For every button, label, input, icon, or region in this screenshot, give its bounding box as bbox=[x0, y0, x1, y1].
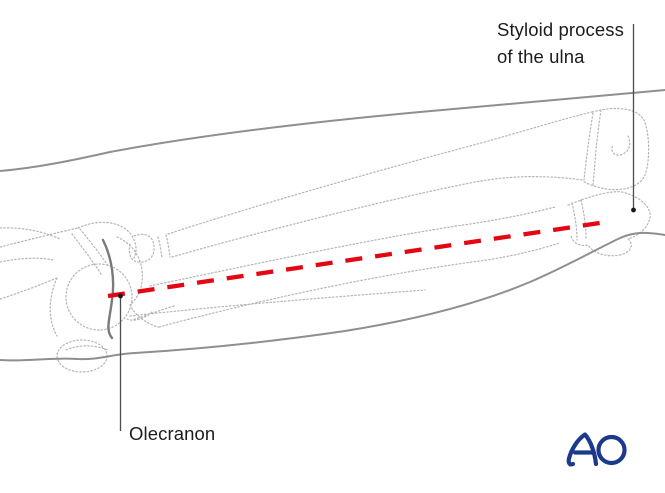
ulna-top-edge bbox=[149, 206, 556, 287]
humerus-bottom-edge bbox=[0, 277, 58, 300]
olecranon-crease-curve bbox=[101, 238, 115, 340]
condyle-ridge-line-1 bbox=[71, 233, 102, 275]
ulna-approach-dashed-line bbox=[107, 220, 601, 299]
flexor-fork-2 bbox=[126, 311, 153, 321]
ulnar-neck-line-2 bbox=[580, 199, 587, 239]
radius-bottom-edge bbox=[171, 176, 584, 258]
distal-radius-physis-1 bbox=[583, 112, 594, 181]
styloid-label: Styloid process of the ulna bbox=[497, 16, 624, 70]
flexor-contour bbox=[129, 289, 426, 317]
ao-logo-letter-o bbox=[596, 434, 627, 466]
ulnar-neck-line-1 bbox=[571, 202, 578, 241]
epicondyle-wave bbox=[65, 345, 109, 351]
bone-outlines bbox=[0, 107, 651, 373]
ulnar-head-styloid-outline bbox=[567, 191, 651, 257]
arm-muscle-line-mid bbox=[0, 257, 55, 263]
skin-outline-bottom bbox=[0, 231, 665, 362]
radial-head bbox=[128, 233, 155, 263]
ulna-bottom-edge bbox=[158, 242, 561, 328]
condyle-top-arc bbox=[77, 221, 137, 259]
flexor-fork-1 bbox=[131, 305, 175, 321]
styloid-label-line1: Styloid process bbox=[497, 19, 624, 40]
distal-radius-physis-2 bbox=[592, 109, 602, 187]
skin-outline bbox=[0, 89, 665, 362]
ao-logo-glyphs bbox=[566, 432, 627, 467]
pointer-lines bbox=[119, 24, 635, 431]
condyle-ridge-line-2 bbox=[79, 228, 110, 268]
radial-neck-line-1 bbox=[157, 236, 163, 259]
styloid-pointer-dot bbox=[631, 207, 636, 213]
humerus-top-edge bbox=[0, 227, 79, 248]
radial-neck-line-2 bbox=[165, 234, 171, 258]
epicondyle-ellipse bbox=[56, 339, 108, 373]
distal-radius-outline bbox=[582, 107, 650, 191]
arm-muscle-line-upper bbox=[0, 227, 61, 240]
styloid-label-line2: of the ulna bbox=[497, 46, 585, 67]
distal-humerus-contour bbox=[49, 277, 58, 337]
ao-logo-strokes bbox=[566, 432, 627, 467]
skin-outline-top bbox=[0, 89, 665, 172]
olecranon-label: Olecranon bbox=[129, 423, 216, 444]
radius-top-edge bbox=[167, 111, 593, 235]
trochlea-circle bbox=[65, 263, 133, 331]
olecranon-pointer-dot bbox=[118, 293, 123, 299]
ao-logo bbox=[563, 428, 631, 472]
distal-radius-curl bbox=[611, 135, 631, 156]
ao-logo-letter-a bbox=[566, 432, 599, 467]
